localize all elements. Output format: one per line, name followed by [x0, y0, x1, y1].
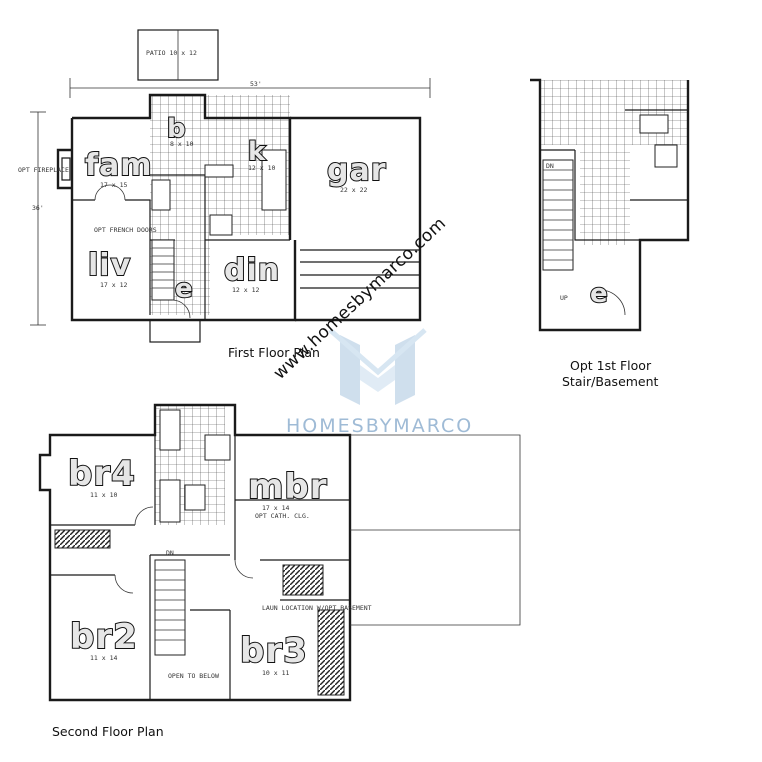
room-label-k: k: [248, 137, 266, 167]
closet-mbr: [282, 564, 324, 596]
room-label-gar: gar: [327, 153, 387, 188]
room-dim-liv: 17 x 12: [100, 281, 127, 289]
watermark-brand: HOMESBYMARCO: [286, 415, 473, 437]
overall-width-dim: 53': [250, 80, 262, 88]
opt-caption-line1: Opt 1st Floor: [570, 358, 652, 373]
closet-br4: [54, 529, 111, 549]
second-floor-plan: br4 11 x 10 mbr 17 x 14 OPT CATH. CLG. b…: [38, 403, 521, 739]
mbr-note: OPT CATH. CLG.: [255, 512, 310, 520]
room-dim-din: 12 x 12: [232, 286, 259, 294]
brand-logo-mark: [328, 328, 427, 405]
stair-dn-label: DN: [166, 549, 174, 557]
patio-label: PATIO 10 x 12: [146, 49, 197, 57]
french-doors-note: OPT FRENCH DOORS: [94, 226, 157, 234]
fireplace-note: OPT FIREPLACE: [18, 166, 69, 174]
room-dim-gar: 22 x 22: [340, 186, 367, 194]
room-label-b: b: [167, 114, 187, 144]
room-label-fam: fam: [85, 148, 153, 183]
opt-caption-line2: Stair/Basement: [562, 374, 659, 389]
room-label-liv: liv: [88, 248, 131, 283]
front-porch: [149, 319, 201, 343]
closet-br3: [317, 609, 345, 696]
opt-tile-floor: [540, 80, 688, 145]
depth-dim: 36': [32, 204, 44, 212]
first-floor-stair: [151, 239, 175, 301]
first-floor-plan: PATIO 10 x 12 53' 36': [18, 29, 431, 360]
room-dim-mbr: 17 x 14: [262, 504, 289, 512]
room-label-mbr: mbr: [248, 467, 328, 507]
room-label-din: din: [224, 253, 280, 288]
opt-first-floor-plan: DN UP e Opt 1st Floor Stair/Basement: [530, 78, 690, 389]
opt-entry-label: e: [590, 279, 609, 309]
room-dim-k: 12 x 10: [248, 164, 275, 172]
room-dim-br2: 11 x 14: [90, 654, 117, 662]
laundry-note: LAUN LOCATION W/OPT BASEMENT: [262, 604, 372, 612]
watermark: HOMESBYMARCO www.homesbymarco.com: [270, 213, 473, 437]
room-dim-b: 8 x 10: [170, 140, 194, 148]
room-label-br2: br2: [70, 617, 138, 657]
room-dim-br3: 10 x 11: [262, 669, 289, 677]
room-label-br3: br3: [240, 631, 308, 671]
opt-up-label: UP: [560, 294, 568, 302]
first-floor-caption: First Floor Plan: [228, 345, 320, 360]
opt-stair: [542, 159, 574, 271]
room-label-br4: br4: [68, 454, 136, 494]
room-dim-fam: 17 x 15: [100, 181, 127, 189]
room-dim-br4: 11 x 10: [90, 491, 117, 499]
second-floor-caption: Second Floor Plan: [52, 724, 164, 739]
second-floor-stair: [154, 559, 186, 656]
opt-dn-label: DN: [546, 162, 554, 170]
room-label-e: e: [175, 274, 194, 304]
open-below-note: OPEN TO BELOW: [168, 672, 219, 680]
